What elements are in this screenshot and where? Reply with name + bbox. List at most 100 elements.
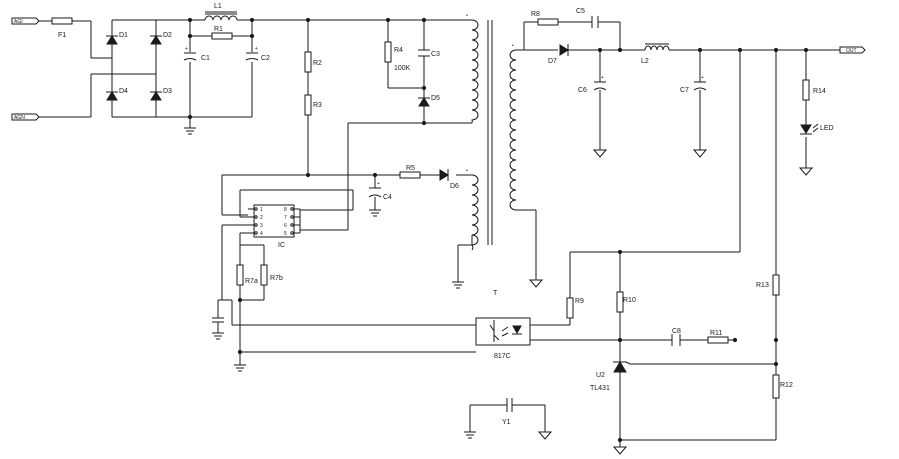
transformer-t: • • • T: [466, 13, 517, 297]
svg-text:C2: C2: [261, 55, 270, 62]
capacitor-c8: C8: [671, 328, 681, 346]
svg-text:D4: D4: [119, 88, 128, 95]
svg-text:AGI: AGI: [14, 19, 23, 25]
junction-dots: [187, 17, 809, 443]
svg-text:7: 7: [284, 215, 287, 221]
svg-text:C7: C7: [680, 87, 689, 94]
svg-text:C6: C6: [578, 87, 587, 94]
resistor-r7b: R7b: [260, 264, 283, 286]
resistor-r11: R11: [707, 330, 729, 344]
feedback-wiring: [530, 252, 776, 447]
svg-text:100K: 100K: [394, 65, 411, 72]
capacitor-c3: C3: [418, 49, 440, 58]
resistor-r9: R9: [566, 297, 584, 319]
svg-text:R3: R3: [313, 102, 322, 109]
svg-text:R7b: R7b: [270, 275, 283, 282]
svg-text:D2: D2: [163, 32, 172, 39]
ground-y1-secondary: [537, 431, 553, 440]
controller-ic: 1 2 3 4 8 7 6 5 IC: [253, 204, 295, 249]
svg-text:F1: F1: [58, 32, 66, 39]
svg-text:+: +: [701, 75, 704, 81]
ground-led: [798, 167, 814, 176]
capacitor-c2: + C2: [245, 46, 270, 62]
diode-d3: D3: [150, 88, 172, 101]
svg-text:C1: C1: [201, 55, 210, 62]
terminal-agn: AGN: [11, 113, 40, 121]
svg-text:D5: D5: [431, 95, 440, 102]
svg-text:+: +: [255, 46, 258, 52]
inductor-l1: L1: [204, 3, 238, 21]
ground-c7: [692, 149, 708, 158]
resistor-r7a: R7a: [236, 264, 258, 286]
diode-d4: D4: [106, 88, 128, 101]
svg-text:817C: 817C: [494, 353, 511, 360]
ground-secondary: [528, 279, 544, 288]
svg-text:•: •: [512, 43, 514, 49]
svg-text:5: 5: [284, 231, 287, 237]
shunt-regulator-u2: U2 TL431: [590, 361, 631, 392]
svg-text:LED: LED: [820, 125, 834, 132]
output-wiring: [530, 49, 840, 440]
svg-text:R13: R13: [756, 282, 769, 289]
svg-text:AGN: AGN: [14, 115, 25, 121]
svg-text:1: 1: [260, 207, 263, 213]
filter-wiring: [189, 19, 472, 128]
inductor-l2: L2: [641, 43, 670, 65]
svg-text:D1: D1: [119, 32, 128, 39]
svg-text:4: 4: [260, 231, 263, 237]
svg-text:R12: R12: [780, 382, 793, 389]
svg-text:R11: R11: [710, 330, 722, 337]
svg-text:Y1: Y1: [502, 419, 511, 426]
svg-text:C3: C3: [431, 51, 440, 58]
svg-text:C8: C8: [672, 328, 681, 335]
capacitor-c7: + C7: [680, 75, 707, 94]
svg-text:R10: R10: [623, 297, 636, 304]
svg-text:C5: C5: [576, 8, 585, 15]
diode-d6: D6: [439, 169, 459, 190]
svg-text:+: +: [601, 75, 604, 81]
ground-r7: [234, 364, 246, 372]
ground-primary: [452, 281, 464, 289]
svg-text:6: 6: [284, 223, 287, 229]
led-indicator: LED: [800, 123, 834, 135]
resistor-r4: R4 100K: [384, 41, 411, 72]
svg-text:R2: R2: [313, 60, 322, 67]
capacitor-ic-filter: [212, 317, 224, 333]
capacitor-c4: + C4: [368, 181, 392, 201]
ground-ic: [212, 332, 224, 340]
diode-d2: D2: [150, 32, 172, 45]
capacitor-c1: + C1: [183, 46, 210, 62]
svg-text:IC: IC: [278, 242, 285, 249]
svg-text:D7: D7: [548, 58, 557, 65]
resistor-r8: R8: [531, 11, 559, 26]
svg-text:•: •: [466, 168, 468, 174]
resistor-r13: R13: [756, 274, 780, 296]
ic-wiring: [221, 208, 301, 300]
svg-text:8: 8: [284, 207, 287, 213]
svg-text:R7a: R7a: [245, 278, 258, 285]
svg-text:R8: R8: [531, 11, 540, 18]
terminal-agi: AGI: [11, 17, 40, 25]
ground-1: [184, 127, 196, 135]
svg-text:R1: R1: [214, 26, 223, 33]
svg-text:•: •: [466, 13, 468, 19]
svg-text:D6: D6: [450, 183, 459, 190]
svg-text:TL431: TL431: [590, 385, 610, 392]
svg-text:C4: C4: [383, 194, 392, 201]
svg-text:T: T: [493, 290, 498, 297]
ground-u2: [612, 446, 628, 455]
svg-text:+: +: [185, 46, 188, 52]
svg-text:R4: R4: [394, 47, 403, 54]
diode-d5: D5: [418, 95, 440, 107]
resistor-r5: R5: [399, 165, 421, 179]
ground-y1-primary: [464, 431, 476, 439]
svg-text:3: 3: [260, 223, 263, 229]
svg-text:+: +: [377, 181, 380, 187]
capacitor-y1: Y1: [469, 398, 546, 432]
ground-c6: [592, 149, 608, 158]
fuse-f1: F1: [51, 17, 73, 39]
r7-wiring: [217, 244, 476, 365]
resistor-r2: R2: [304, 51, 322, 73]
svg-text:R14: R14: [813, 88, 826, 95]
